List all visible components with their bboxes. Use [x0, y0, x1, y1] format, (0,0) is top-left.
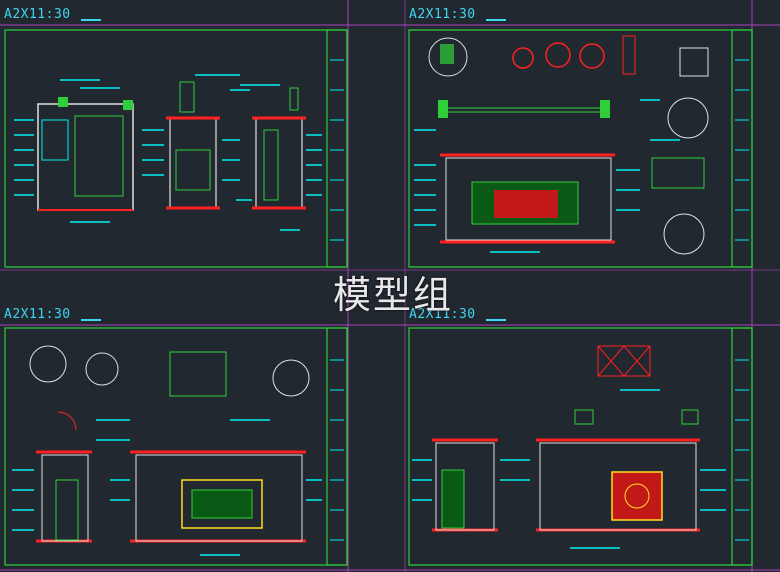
sheet-title-3: A2X11:30 — [4, 307, 71, 322]
sheet4-drawings — [412, 345, 726, 549]
sheet-title-1: A2X11:30 — [4, 7, 71, 22]
sheet3-drawings — [12, 345, 322, 556]
sheet2-drawings — [414, 35, 709, 255]
sheet-frame-1[interactable] — [4, 29, 348, 268]
watermark: 模型组 — [332, 273, 453, 317]
sheet-title-2: A2X11:30 — [409, 7, 476, 22]
sheet-frame-3[interactable] — [4, 327, 348, 566]
title-block-ticks — [330, 59, 749, 541]
sheet-frame-2[interactable] — [408, 29, 753, 268]
sheet1-drawings — [14, 74, 322, 231]
title-underlines — [81, 19, 506, 321]
sheet-title-4: A2X11:30 — [409, 307, 476, 322]
sheet-frame-4[interactable] — [408, 327, 753, 566]
